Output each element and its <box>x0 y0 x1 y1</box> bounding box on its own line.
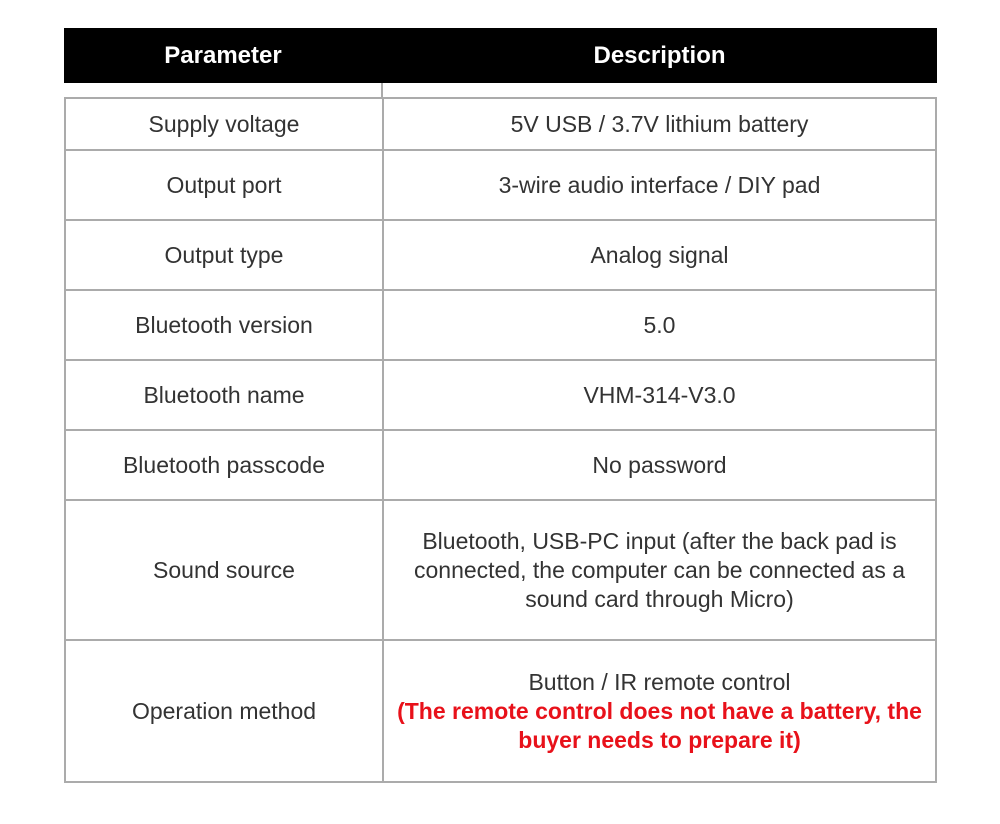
description-cell: Bluetooth, USB-PC input (after the back … <box>382 499 937 641</box>
table-header: Parameter Description <box>64 28 937 83</box>
table-row: Output type Analog signal <box>64 219 937 291</box>
column-divider <box>381 83 383 97</box>
param-cell: Operation method <box>64 639 384 783</box>
description-cell: VHM-314-V3.0 <box>382 359 937 431</box>
table-row: Operation method Button / IR remote cont… <box>64 639 937 783</box>
spec-table-body: Supply voltage 5V USB / 3.7V lithium bat… <box>64 97 937 783</box>
sound-source-description: Bluetooth, USB-PC input (after the back … <box>414 527 905 612</box>
description-cell: No password <box>382 429 937 501</box>
description-cell: 3-wire audio interface / DIY pad <box>382 149 937 221</box>
description-cell: 5.0 <box>382 289 937 361</box>
param-cell: Bluetooth version <box>64 289 384 361</box>
table-row: Output port 3-wire audio interface / DIY… <box>64 149 937 221</box>
header-parameter: Parameter <box>164 41 282 69</box>
description-cell: Button / IR remote control (The remote c… <box>382 639 937 783</box>
description-cell: Analog signal <box>382 219 937 291</box>
header-gap <box>64 83 937 97</box>
remote-battery-warning: (The remote control does not have a batt… <box>397 697 922 753</box>
param-cell: Bluetooth name <box>64 359 384 431</box>
spec-table: Parameter Description Supply voltage 5V … <box>64 28 937 783</box>
param-cell: Output type <box>64 219 384 291</box>
param-cell: Supply voltage <box>64 97 384 151</box>
param-cell: Bluetooth passcode <box>64 429 384 501</box>
description-cell: 5V USB / 3.7V lithium battery <box>382 97 937 151</box>
table-row: Bluetooth version 5.0 <box>64 289 937 361</box>
param-cell: Output port <box>64 149 384 221</box>
header-description: Description <box>593 41 726 69</box>
table-row: Sound source Bluetooth, USB-PC input (af… <box>64 499 937 641</box>
operation-method-line: Button / IR remote control <box>528 668 791 695</box>
table-row: Bluetooth passcode No password <box>64 429 937 501</box>
table-row: Bluetooth name VHM-314-V3.0 <box>64 359 937 431</box>
table-row: Supply voltage 5V USB / 3.7V lithium bat… <box>64 97 937 151</box>
param-cell: Sound source <box>64 499 384 641</box>
